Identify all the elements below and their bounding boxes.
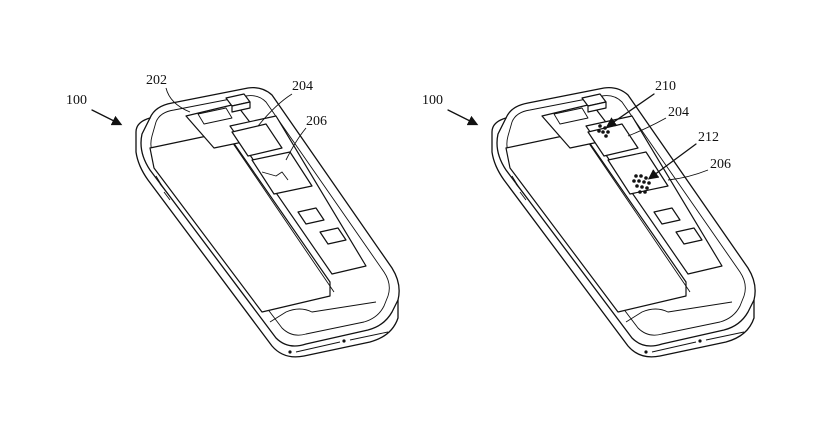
label-left-100: 100	[66, 93, 87, 108]
label-right-100: 100	[422, 93, 443, 108]
label-right-204: 204	[668, 105, 689, 120]
label-right-212: 212	[698, 130, 719, 145]
left-small-square-2	[319, 227, 347, 245]
left-device-outer-shell	[140, 87, 400, 347]
right-device	[491, 87, 756, 358]
right-leader-212	[647, 143, 697, 180]
left-arrow-100	[91, 109, 123, 126]
label-right-206: 206	[710, 157, 731, 172]
left-side-buttons	[155, 175, 171, 201]
left-device-outer-shell-lower	[135, 117, 399, 358]
label-left-204: 204	[292, 79, 313, 94]
right-dot-cluster-210	[597, 124, 610, 138]
label-right-210: 210	[655, 79, 676, 94]
left-leader-206	[285, 127, 307, 161]
leader-lines	[91, 87, 709, 181]
label-left-206: 206	[306, 114, 327, 129]
right-chip-206	[607, 151, 669, 195]
right-arrow-100	[447, 109, 479, 126]
left-leader-204	[257, 93, 293, 127]
left-chip-204	[231, 123, 283, 157]
left-speaker-grille	[288, 331, 389, 354]
label-left-202: 202	[146, 73, 167, 88]
left-leader-202	[165, 87, 191, 113]
right-leader-206	[667, 169, 709, 181]
left-bottom-notch	[269, 301, 377, 323]
left-device	[135, 87, 400, 358]
left-small-square-1	[297, 207, 325, 225]
right-leader-204	[627, 117, 667, 137]
left-chip-206	[251, 151, 313, 195]
right-device-outer-shell	[496, 87, 756, 347]
right-dot-cluster-212	[632, 174, 651, 194]
right-leader-210	[605, 93, 655, 128]
